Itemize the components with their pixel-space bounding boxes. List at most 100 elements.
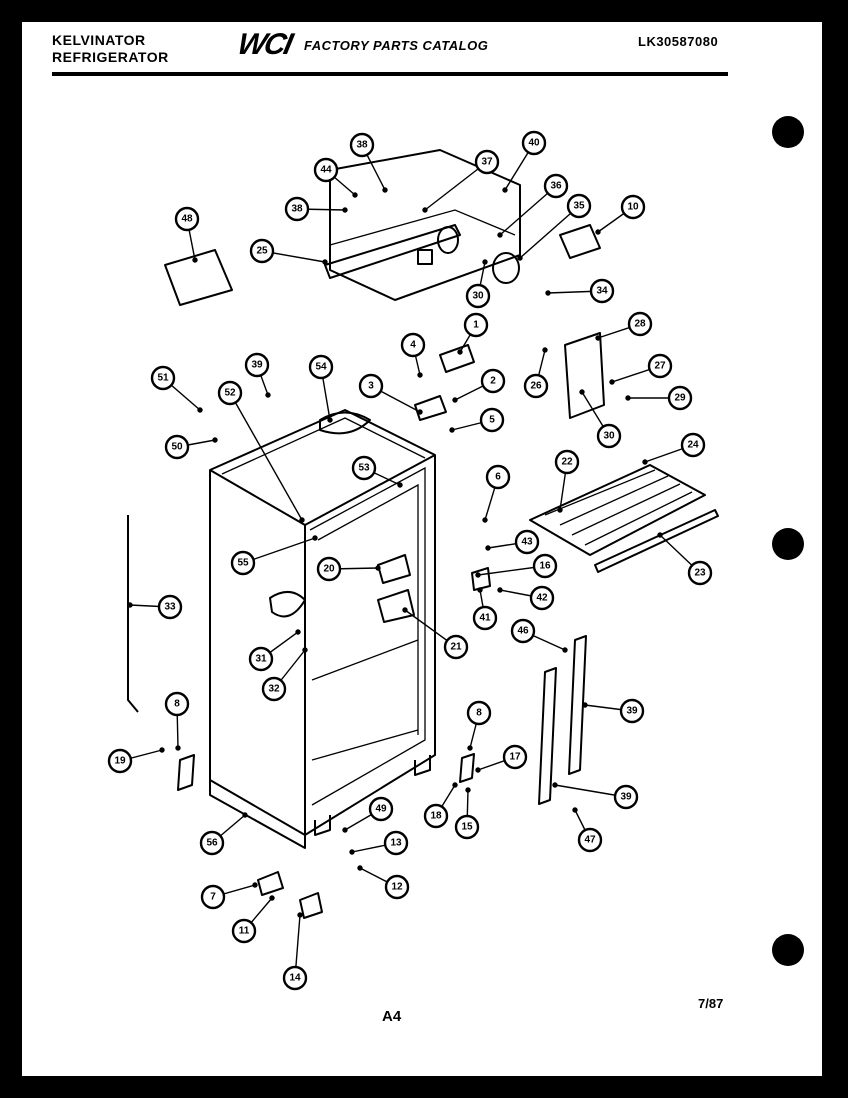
brand-line2: REFRIGERATOR	[52, 49, 169, 65]
callout-number: 43	[521, 537, 533, 548]
part-callout-25: 25	[249, 238, 275, 264]
leader-tip	[417, 372, 423, 378]
part-callout-5: 5	[479, 407, 505, 433]
misc-parts-drawing	[127, 224, 605, 919]
callout-number: 39	[251, 360, 263, 371]
control-housing-drawing	[324, 149, 521, 301]
callout-number: 23	[694, 568, 706, 579]
leader-tip	[609, 379, 615, 385]
part-callout-21: 21	[443, 634, 469, 660]
callout-number: 54	[315, 362, 327, 373]
part-callout-34: 34	[589, 278, 615, 304]
binder-hole-icon	[772, 934, 804, 966]
callout-number: 39	[620, 792, 632, 803]
part-callout-2: 2	[480, 368, 506, 394]
leader-tip	[299, 517, 305, 523]
part-callout-50: 50	[164, 434, 190, 460]
callout-number: 27	[654, 361, 666, 372]
callout-number: 50	[171, 442, 183, 453]
part-callout-51: 51	[150, 365, 176, 391]
part-callout-53: 53	[351, 455, 377, 481]
leader-tip	[497, 232, 503, 238]
callout-number: 49	[375, 804, 387, 815]
part-callout-38: 38	[284, 196, 310, 222]
part-callout-29: 29	[667, 385, 693, 411]
callout-number: 4	[410, 340, 416, 351]
callout-number: 1	[473, 320, 479, 331]
part-callout-3: 3	[358, 373, 384, 399]
rail-drawing	[538, 635, 587, 805]
callout-number: 10	[627, 202, 639, 213]
callout-number: 16	[539, 561, 551, 572]
leader-tip	[265, 392, 271, 398]
header-rule	[52, 72, 728, 76]
leader-tip	[449, 427, 455, 433]
leader-tip	[642, 459, 648, 465]
part-callout-10: 10	[620, 194, 646, 220]
callout-number: 13	[390, 838, 402, 849]
callout-number: 5	[489, 415, 495, 426]
leader-tip	[502, 187, 508, 193]
callout-number: 12	[391, 882, 403, 893]
leader-tip	[497, 587, 503, 593]
leader-tip	[192, 257, 198, 263]
catalog-title: FACTORY PARTS CATALOG	[304, 38, 489, 53]
part-callout-55: 55	[230, 550, 256, 576]
callout-number: 11	[239, 926, 250, 937]
callout-number: 35	[573, 201, 585, 212]
callout-number: 55	[237, 558, 249, 569]
leader-tip	[322, 259, 328, 265]
leader-tip	[159, 747, 165, 753]
leader-line	[424, 161, 488, 211]
part-callout-14: 14	[282, 965, 308, 991]
part-callout-39: 39	[613, 784, 639, 810]
leader-line	[499, 185, 557, 236]
callout-number: 48	[181, 214, 193, 225]
callout-number: 17	[509, 752, 521, 763]
callout-number: 30	[603, 431, 615, 442]
part-callout-6: 6	[485, 464, 511, 490]
part-callout-23: 23	[687, 560, 713, 586]
parts-sheet	[22, 22, 822, 1076]
part-callout-28: 28	[627, 311, 653, 337]
leader-tip	[579, 389, 585, 395]
part-callout-46: 46	[510, 618, 536, 644]
part-callout-47: 47	[577, 827, 603, 853]
part-callout-44: 44	[313, 157, 339, 183]
leader-tip	[477, 587, 483, 593]
leader-tip	[127, 602, 133, 608]
part-callout-42: 42	[529, 585, 555, 611]
callout-number: 36	[550, 181, 562, 192]
shelf-drawing	[529, 464, 719, 573]
callout-number: 34	[596, 286, 608, 297]
callout-number: 24	[687, 440, 699, 451]
callout-number: 52	[224, 388, 236, 399]
callout-number: 15	[461, 822, 473, 833]
part-callout-12: 12	[384, 874, 410, 900]
callout-number: 39	[626, 706, 638, 717]
leader-tip	[302, 647, 308, 653]
callout-number: 44	[320, 165, 332, 176]
leader-tip	[582, 702, 588, 708]
leader-tip	[342, 207, 348, 213]
part-callout-1: 1	[463, 312, 489, 338]
part-callout-31: 31	[248, 646, 274, 672]
leader-tip	[557, 507, 563, 513]
part-callout-37: 37	[474, 149, 500, 175]
leader-tip	[422, 207, 428, 213]
part-callout-39: 39	[619, 698, 645, 724]
part-callout-30: 30	[596, 423, 622, 449]
part-callout-17: 17	[502, 744, 528, 770]
leader-tip	[357, 865, 363, 871]
part-callout-33: 33	[157, 594, 183, 620]
leader-tip	[242, 812, 248, 818]
callout-number: 37	[481, 157, 493, 168]
part-callout-36: 36	[543, 173, 569, 199]
callout-number: 30	[472, 291, 484, 302]
part-callout-35: 35	[566, 193, 592, 219]
callout-number: 46	[517, 626, 529, 637]
leader-tip	[402, 607, 408, 613]
leader-tip	[175, 745, 181, 751]
leader-tip	[595, 335, 601, 341]
part-callout-49: 49	[368, 796, 394, 822]
